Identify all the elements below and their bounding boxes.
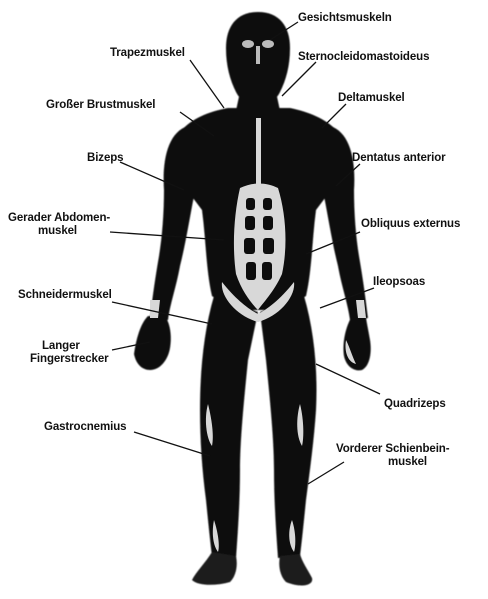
leader-trapezmuskel (190, 60, 224, 108)
leader-quadrizeps (316, 364, 380, 394)
label-bizeps: Bizeps (87, 152, 123, 165)
abs-segment (263, 198, 272, 210)
nose-bridge (256, 46, 260, 64)
right-eye-area (262, 40, 274, 48)
abs-segment (262, 262, 272, 280)
left-foot (192, 552, 237, 585)
right-leg (260, 296, 317, 558)
left-arm (150, 126, 197, 320)
abs-segment (246, 262, 256, 280)
label-deltamuskel: Deltamuskel (338, 92, 405, 105)
right-foot (279, 554, 312, 585)
label-gastrocnemius: Gastrocnemius (44, 421, 126, 434)
abs-segment (263, 216, 273, 230)
label-vorderer-schienbeinmuskel: Vorderer Schienbein- muskel (336, 443, 449, 469)
leader-gastrocnemius (134, 432, 210, 456)
label-langer-fingerstrecker-line1: Langer (30, 340, 109, 353)
abs-segment (263, 238, 274, 254)
label-dentatus-anterior: Dentatus anterior (352, 152, 446, 165)
label-gerader-abdomenmuskel-line1: Gerader Abdomen- (8, 212, 110, 225)
sternum (256, 118, 261, 186)
right-hand (343, 316, 370, 370)
label-langer-fingerstrecker-line2: Fingerstrecker (30, 353, 109, 366)
label-gerader-abdomenmuskel-line2: muskel (8, 225, 110, 238)
label-vorderer-schienbeinmuskel-line2: muskel (336, 456, 449, 469)
label-grosser-brustmuskel: Großer Brustmuskel (46, 99, 155, 112)
label-ileopsoas: Ileopsoas (373, 276, 425, 289)
label-gesichtsmuskeln: Gesichtsmuskeln (298, 12, 392, 25)
label-trapezmuskel: Trapezmuskel (110, 47, 185, 60)
label-vorderer-schienbeinmuskel-line1: Vorderer Schienbein- (336, 443, 449, 456)
abs-segment (246, 198, 255, 210)
label-gerader-abdomenmuskel: Gerader Abdomen- muskel (8, 212, 110, 238)
abs-segment (244, 238, 255, 254)
label-quadrizeps: Quadrizeps (384, 398, 446, 411)
left-hand (134, 316, 171, 370)
label-langer-fingerstrecker: Langer Fingerstrecker (30, 340, 109, 366)
label-schneidermuskel: Schneidermuskel (18, 289, 112, 302)
label-obliquus-externus: Obliquus externus (361, 218, 460, 231)
abs-segment (245, 216, 255, 230)
leader-deltamuskel (322, 104, 346, 128)
left-eye-area (242, 40, 254, 48)
label-sternocleidomastoideus: Sternocleidomastoideus (298, 51, 429, 64)
